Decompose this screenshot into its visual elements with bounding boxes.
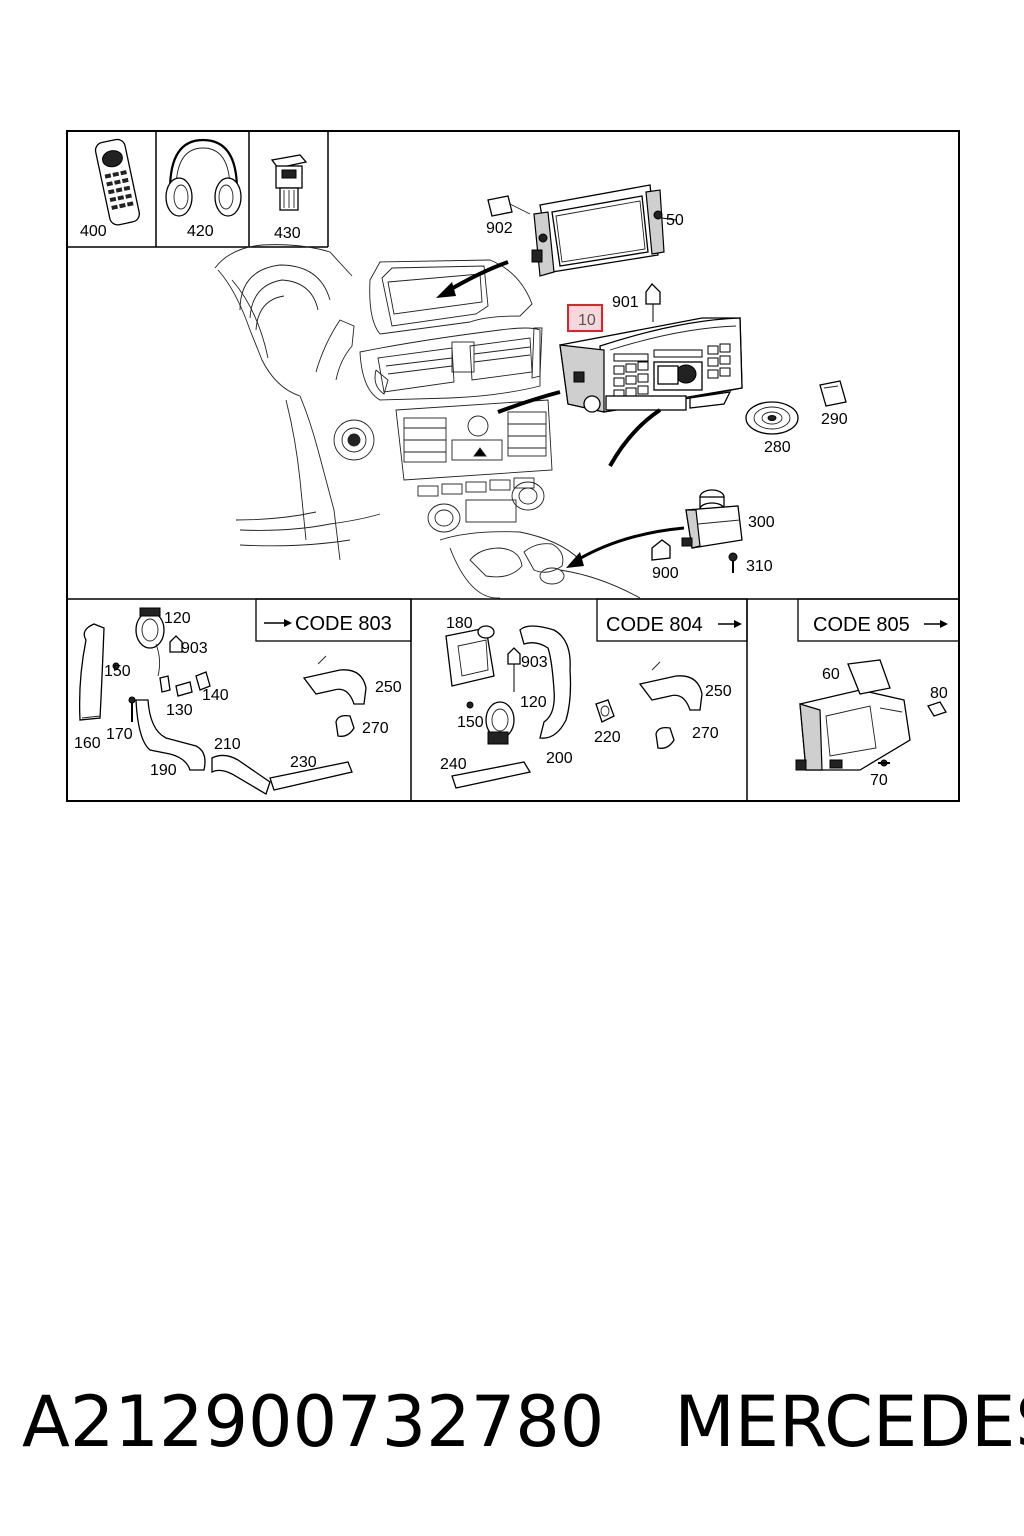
callout-130: 130 [166,702,193,719]
connector-902-icon [487,195,531,217]
vent-240 [451,761,532,789]
arrow-controller [573,526,685,564]
callout-300: 300 [748,514,775,531]
vent-230 [269,761,353,791]
brand-name: MERCEDES [674,1381,1024,1463]
callout-310: 310 [746,558,773,575]
elbow-270-right [655,726,675,749]
headphones-icon [165,138,242,217]
diagram-frame [66,130,960,802]
elbow-270-left [335,714,355,737]
caption: A212900732780 MERCEDES [22,1372,1024,1472]
callout-903-left: 903 [181,640,208,657]
controller-module [681,489,743,549]
housing-60 [795,659,911,771]
callout-120-right: 120 [520,694,547,711]
clip-130 [159,675,171,693]
display-unit [531,184,665,277]
air-duct-190 [135,699,206,771]
screw-70 [878,759,890,767]
callout-60: 60 [822,666,840,683]
callout-290: 290 [821,411,848,428]
callout-270-right: 270 [692,725,719,742]
code-805-label: CODE 805 [813,614,910,636]
duct-210 [211,754,271,795]
callout-10: 10 [578,312,596,329]
duct-250-left [302,655,367,705]
callout-80: 80 [930,685,948,702]
callout-400: 400 [80,223,107,240]
callout-900: 900 [652,565,679,582]
highlight-box [567,304,603,332]
callout-160: 160 [74,735,101,752]
code-803-label: CODE 803 [295,613,392,635]
duct-200 [519,625,572,739]
callout-200: 200 [546,750,573,767]
callout-250-right: 250 [705,683,732,700]
callout-220: 220 [594,729,621,746]
bracket-180 [445,625,495,687]
remote-control-icon [94,138,141,226]
grommet-220 [595,699,615,723]
part-number: A212900732780 [22,1381,605,1463]
callout-280: 280 [764,439,791,456]
callout-270-left: 270 [362,720,389,737]
callout-240: 240 [440,756,467,773]
code-803-box [255,598,412,642]
cd-disc-icon [745,401,799,435]
arrow-head-unit-down [608,408,662,467]
clip-80 [927,701,947,717]
callout-170: 170 [106,726,133,743]
air-duct-160 [78,623,105,721]
screw-310-icon [728,552,738,573]
callout-210: 210 [214,736,241,753]
usb-socket-icon [270,154,308,211]
callout-150-left: 150 [104,663,131,680]
dashboard-illustration [214,244,641,599]
connector-900-icon [651,539,671,561]
callout-120-left: 120 [164,610,191,627]
callout-150-right: 150 [457,714,484,731]
sd-card-icon [819,380,847,407]
callout-50: 50 [666,212,684,229]
screw-150-right [466,701,474,709]
screw-150-left [112,662,120,670]
callout-430: 430 [274,225,301,242]
callout-230: 230 [290,754,317,771]
speaker-120-right [485,701,515,745]
callout-70: 70 [870,772,888,789]
screw-170 [128,696,136,722]
callout-901: 901 [612,294,639,311]
callout-190: 190 [150,762,177,779]
callout-903-right: 903 [521,654,548,671]
arrow-head-unit-left [497,390,561,414]
connector-901-icon [645,283,661,322]
connector-903-right [507,647,521,692]
code-804-label: CODE 804 [606,614,703,636]
bracket-140 [175,671,211,697]
duct-250-right [638,661,703,711]
code-805-box [797,598,960,642]
speaker-120-left [135,607,165,677]
callout-180: 180 [446,615,473,632]
code-804-box [596,598,748,642]
connector-903-left [169,635,183,653]
callout-140: 140 [202,687,229,704]
callout-420: 420 [187,223,214,240]
head-unit [559,317,743,413]
callout-902: 902 [486,220,513,237]
callout-250-left: 250 [375,679,402,696]
